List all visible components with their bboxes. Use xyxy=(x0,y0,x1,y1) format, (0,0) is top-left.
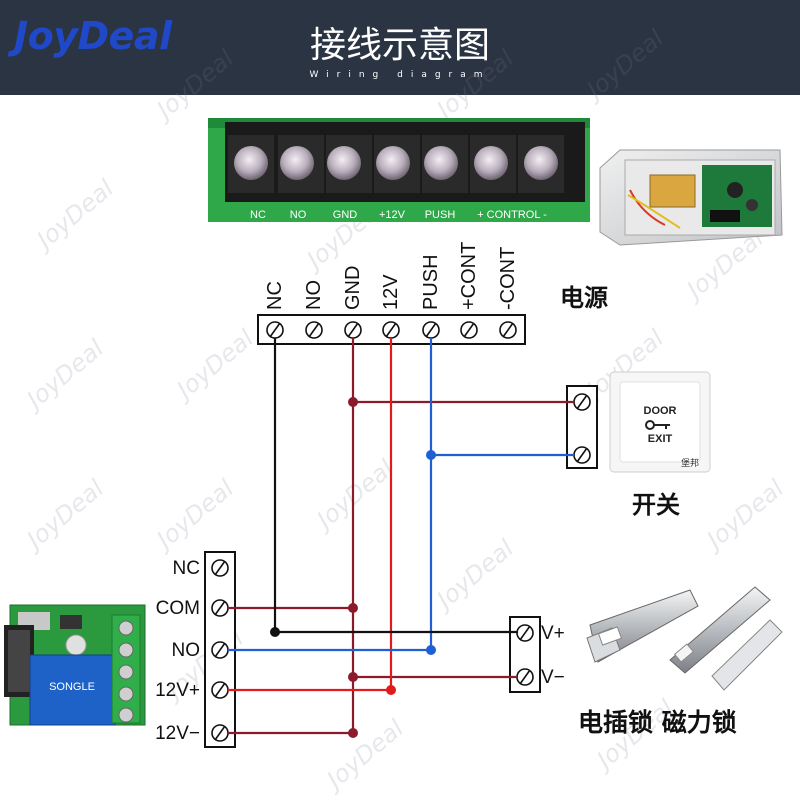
brand-logo: JoyDeal xyxy=(14,14,172,58)
wire-12v xyxy=(228,338,393,692)
board-label-no: NO xyxy=(290,209,307,221)
electric-bolt-lock-photo xyxy=(586,589,699,663)
power-terminal-strip xyxy=(257,314,526,345)
header-banner: JoyDeal 接线示意图 Wiring diagram xyxy=(0,0,800,95)
wire-nc xyxy=(273,338,517,634)
junction-dots xyxy=(270,397,436,738)
wire-push xyxy=(228,338,433,652)
power-label-12v: 12V xyxy=(380,274,402,310)
lock-label: 电插锁 磁力锁 xyxy=(578,708,737,737)
terminal-screws xyxy=(228,135,564,193)
power-label-plus-cont: +CONT xyxy=(458,241,480,310)
exit-button-text-door: DOOR xyxy=(644,405,677,417)
terminal-block-photo: NC NO GND +12V PUSH + CONTROL - xyxy=(208,118,590,222)
power-label-nc: NC xyxy=(264,281,286,310)
power-label-gnd: GND xyxy=(342,265,364,310)
exit-button-photo: DOOR EXIT 堡邦 xyxy=(609,371,711,473)
page-subtitle: Wiring diagram xyxy=(309,70,491,80)
lock-label-vplus: V+ xyxy=(541,623,565,644)
receiver-label-12v-minus: 12V− xyxy=(155,723,200,744)
receiver-label-no: NO xyxy=(171,640,201,661)
power-label-minus-cont: -CONT xyxy=(497,246,519,310)
exit-button-text-exit: EXIT xyxy=(648,433,673,445)
board-label-nc: NC xyxy=(250,209,266,221)
relay-print: SONGLE xyxy=(49,681,95,693)
power-supply-photo xyxy=(599,149,783,246)
exit-button-brand: 堡邦 xyxy=(681,457,699,469)
receiver-label-12v-plus: 12V+ xyxy=(155,680,200,701)
key-icon xyxy=(645,420,670,430)
page-title: 接线示意图 xyxy=(309,25,490,66)
board-label-push: PUSH xyxy=(425,209,456,221)
power-label-push: PUSH xyxy=(420,254,442,310)
power-label-no: NO xyxy=(303,280,325,310)
lock-terminal-box xyxy=(509,616,541,693)
receiver-label-com: COM xyxy=(155,598,200,619)
board-label-12v: +12V xyxy=(379,209,406,221)
lock-label-vminus: V− xyxy=(541,667,565,688)
magnetic-lock-photo xyxy=(669,586,783,691)
board-label-control: + CONTROL - xyxy=(477,209,547,221)
switch-label: 开关 xyxy=(632,491,680,519)
receiver-label-nc: NC xyxy=(172,558,200,579)
wire-gnd xyxy=(228,338,355,735)
board-label-gnd: GND xyxy=(333,209,358,221)
power-supply-label: 电源 xyxy=(560,284,608,312)
relay-module-photo: SONGLE xyxy=(4,604,146,726)
